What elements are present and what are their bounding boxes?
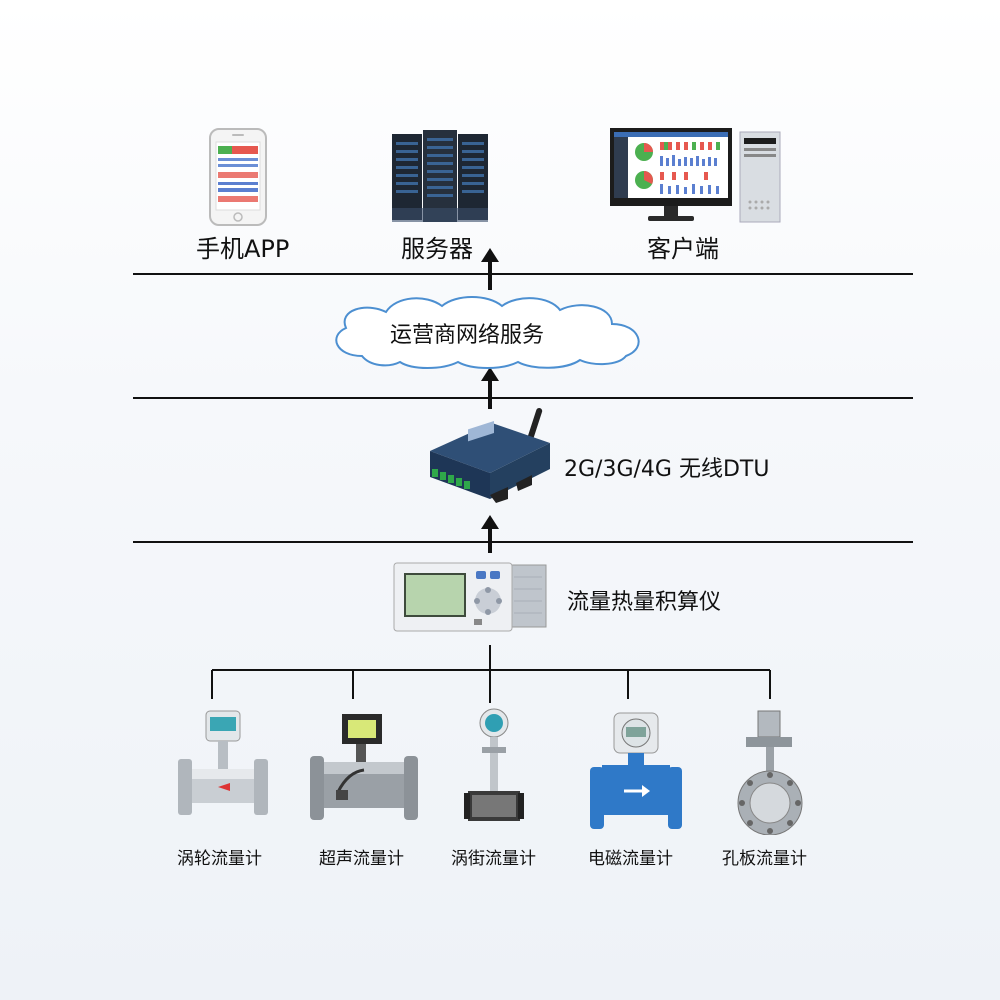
calculator-device (392, 561, 548, 633)
phone-app-label: 手机APP (196, 235, 290, 263)
phone-device (208, 128, 268, 226)
client-label: 客户端 (647, 235, 719, 263)
ultrasonic-flowmeter (308, 712, 420, 834)
divider-line-lower (133, 541, 913, 543)
desktop-client (610, 128, 782, 224)
sensor-label-orifice: 孔板流量计 (722, 849, 807, 869)
divider-line-top (133, 273, 913, 275)
sensor-label-electromagnetic: 电磁流量计 (588, 849, 673, 869)
arrow-up-icon (480, 248, 500, 290)
electromagnetic-flowmeter (588, 707, 684, 835)
divider-line-middle (133, 397, 913, 399)
orifice-flowmeter (734, 707, 806, 835)
cloud-icon (322, 292, 652, 370)
arrow-up-icon (480, 515, 500, 553)
dtu-device (420, 403, 558, 505)
connection-tree (200, 645, 790, 705)
sensor-label-turbine: 涡轮流量计 (177, 849, 262, 869)
cloud-label: 运营商网络服务 (390, 323, 545, 348)
turbine-flowmeter (178, 705, 268, 830)
sensor-label-vortex: 涡街流量计 (451, 849, 536, 869)
arrow-up-icon (480, 367, 500, 409)
vortex-flowmeter (462, 707, 526, 832)
sensor-label-ultrasonic: 超声流量计 (319, 849, 404, 869)
server-label: 服务器 (401, 235, 473, 263)
calculator-label: 流量热量积算仪 (567, 590, 722, 615)
server-rack (390, 128, 490, 226)
dtu-label: 2G/3G/4G 无线DTU (564, 457, 770, 482)
